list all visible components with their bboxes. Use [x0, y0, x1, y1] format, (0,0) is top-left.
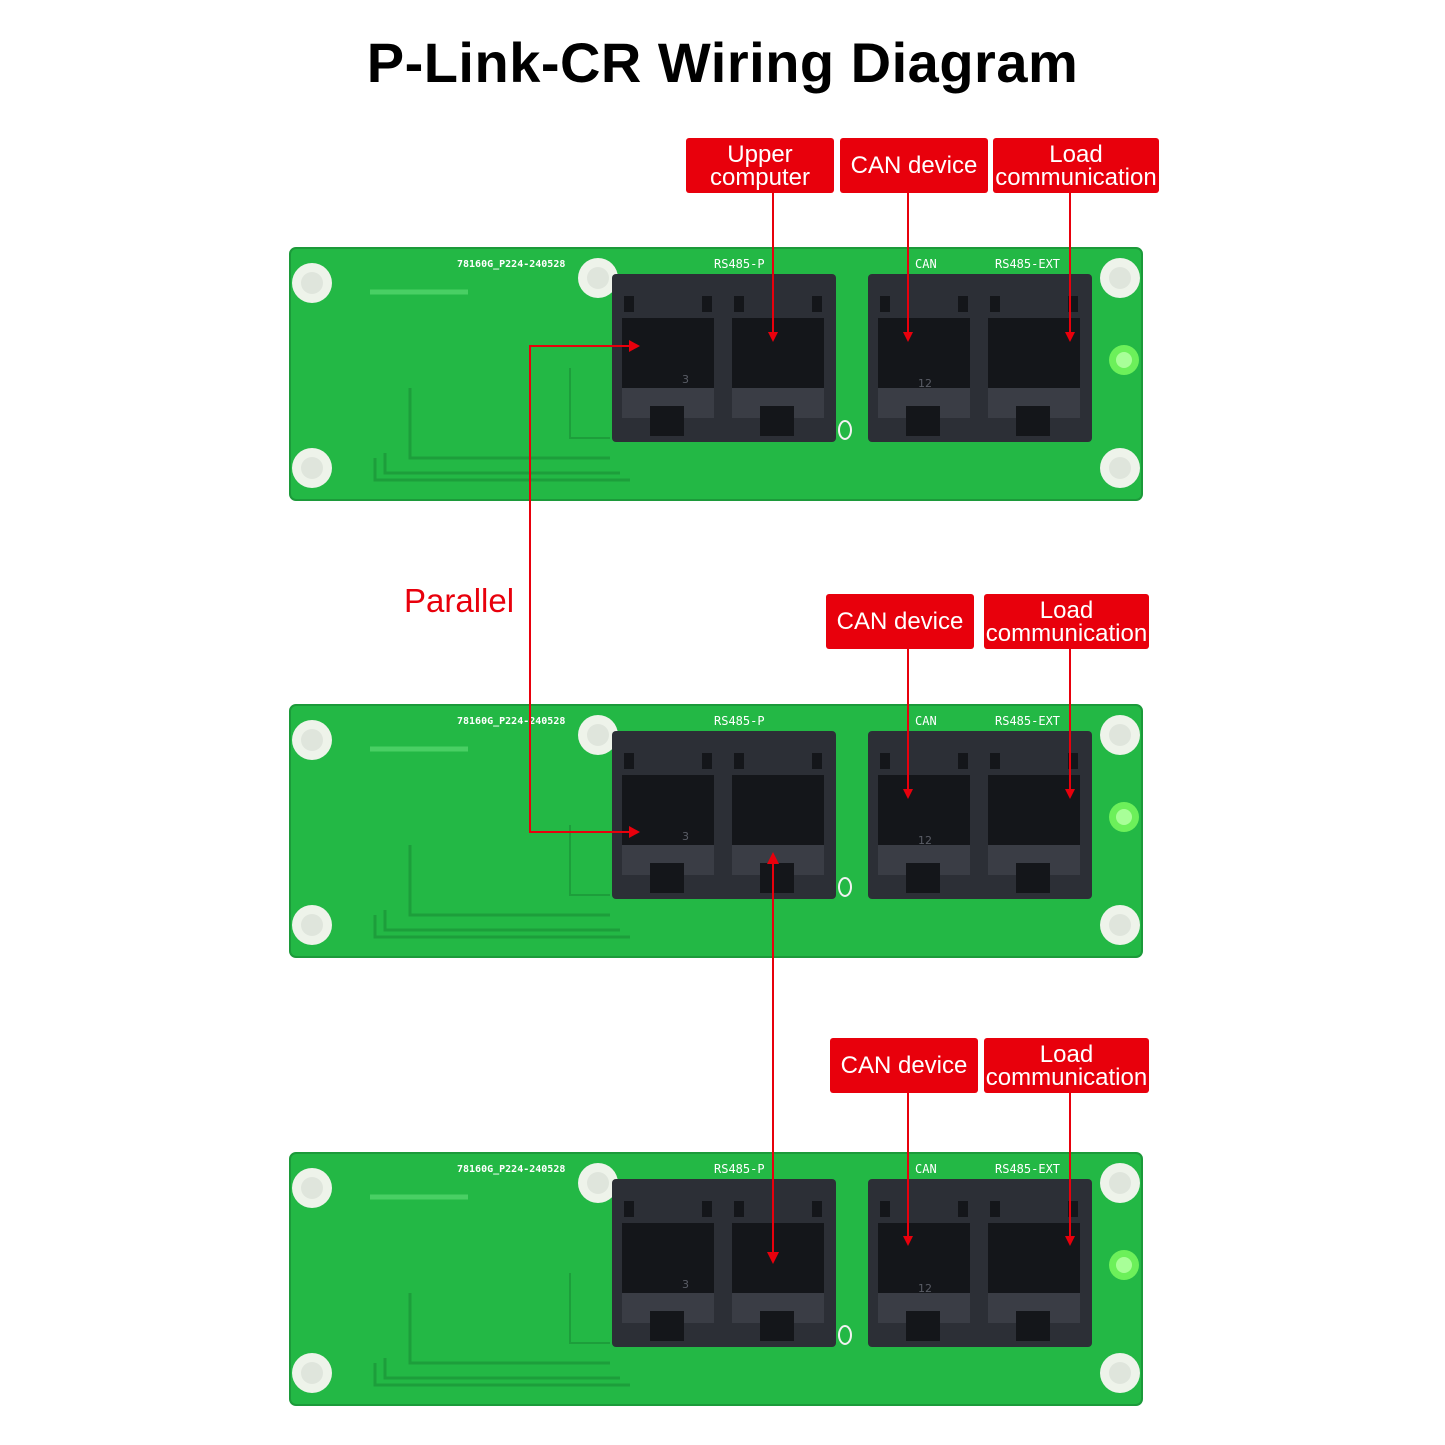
port-mark-12-board-3: 12: [918, 1282, 932, 1295]
wire-parallel-1-2: [529, 345, 637, 833]
label-load-communication-3: Load communication: [984, 1038, 1149, 1093]
arrow-parallel-board-1: [629, 340, 640, 352]
pcb-board-3: [290, 1153, 1142, 1405]
port-rs485-p-2: RS485-P: [714, 714, 765, 728]
port-rs485-ext-2: RS485-EXT: [995, 714, 1060, 728]
part-number-3: 78160G_P224-240528: [457, 1164, 565, 1175]
port-marks: 3 12 3 12 3 12: [682, 373, 932, 1295]
port-can-3: CAN: [915, 1162, 937, 1176]
port-rs485-ext-1: RS485-EXT: [995, 257, 1060, 271]
arrow-down-board-3: [767, 1252, 779, 1264]
silkscreen-board-1: 78160G_P224-240528 RS485-P CAN RS485-EXT: [457, 257, 1060, 271]
arrow-parallel-board-2: [629, 826, 640, 838]
port-can-2: CAN: [915, 714, 937, 728]
port-rs485-p-1: RS485-P: [714, 257, 765, 271]
label-can-device-1: CAN device: [840, 138, 988, 193]
page-title: P-Link-CR Wiring Diagram: [366, 31, 1079, 94]
port-can-1: CAN: [915, 257, 937, 271]
part-number-2: 78160G_P224-240528: [457, 716, 565, 727]
port-mark-12-board-1: 12: [918, 377, 932, 390]
label-upper-computer: Upper computer: [686, 138, 834, 193]
port-rs485-ext-3: RS485-EXT: [995, 1162, 1060, 1176]
silkscreen-board-2: 78160G_P224-240528 RS485-P CAN RS485-EXT: [457, 714, 1060, 728]
arrow-up-board-2: [767, 852, 779, 864]
parallel-label: Parallel: [404, 582, 515, 619]
pcb-board-1: [290, 248, 1142, 500]
label-load-communication-1: Load communication: [993, 138, 1159, 193]
part-number-1: 78160G_P224-240528: [457, 259, 565, 270]
label-can-device-2: CAN device: [826, 594, 974, 649]
port-mark-3-board-3: 3: [682, 1278, 689, 1291]
port-mark-3-board-1: 3: [682, 373, 689, 386]
label-load-communication-2: Load communication: [984, 594, 1149, 649]
silkscreen-board-3: 78160G_P224-240528 RS485-P CAN RS485-EXT: [457, 1162, 1060, 1176]
port-mark-12-board-2: 12: [918, 834, 932, 847]
port-rs485-p-3: RS485-P: [714, 1162, 765, 1176]
label-can-device-3: CAN device: [830, 1038, 978, 1093]
port-mark-3-board-2: 3: [682, 830, 689, 843]
pcb-board-2: [290, 705, 1142, 957]
